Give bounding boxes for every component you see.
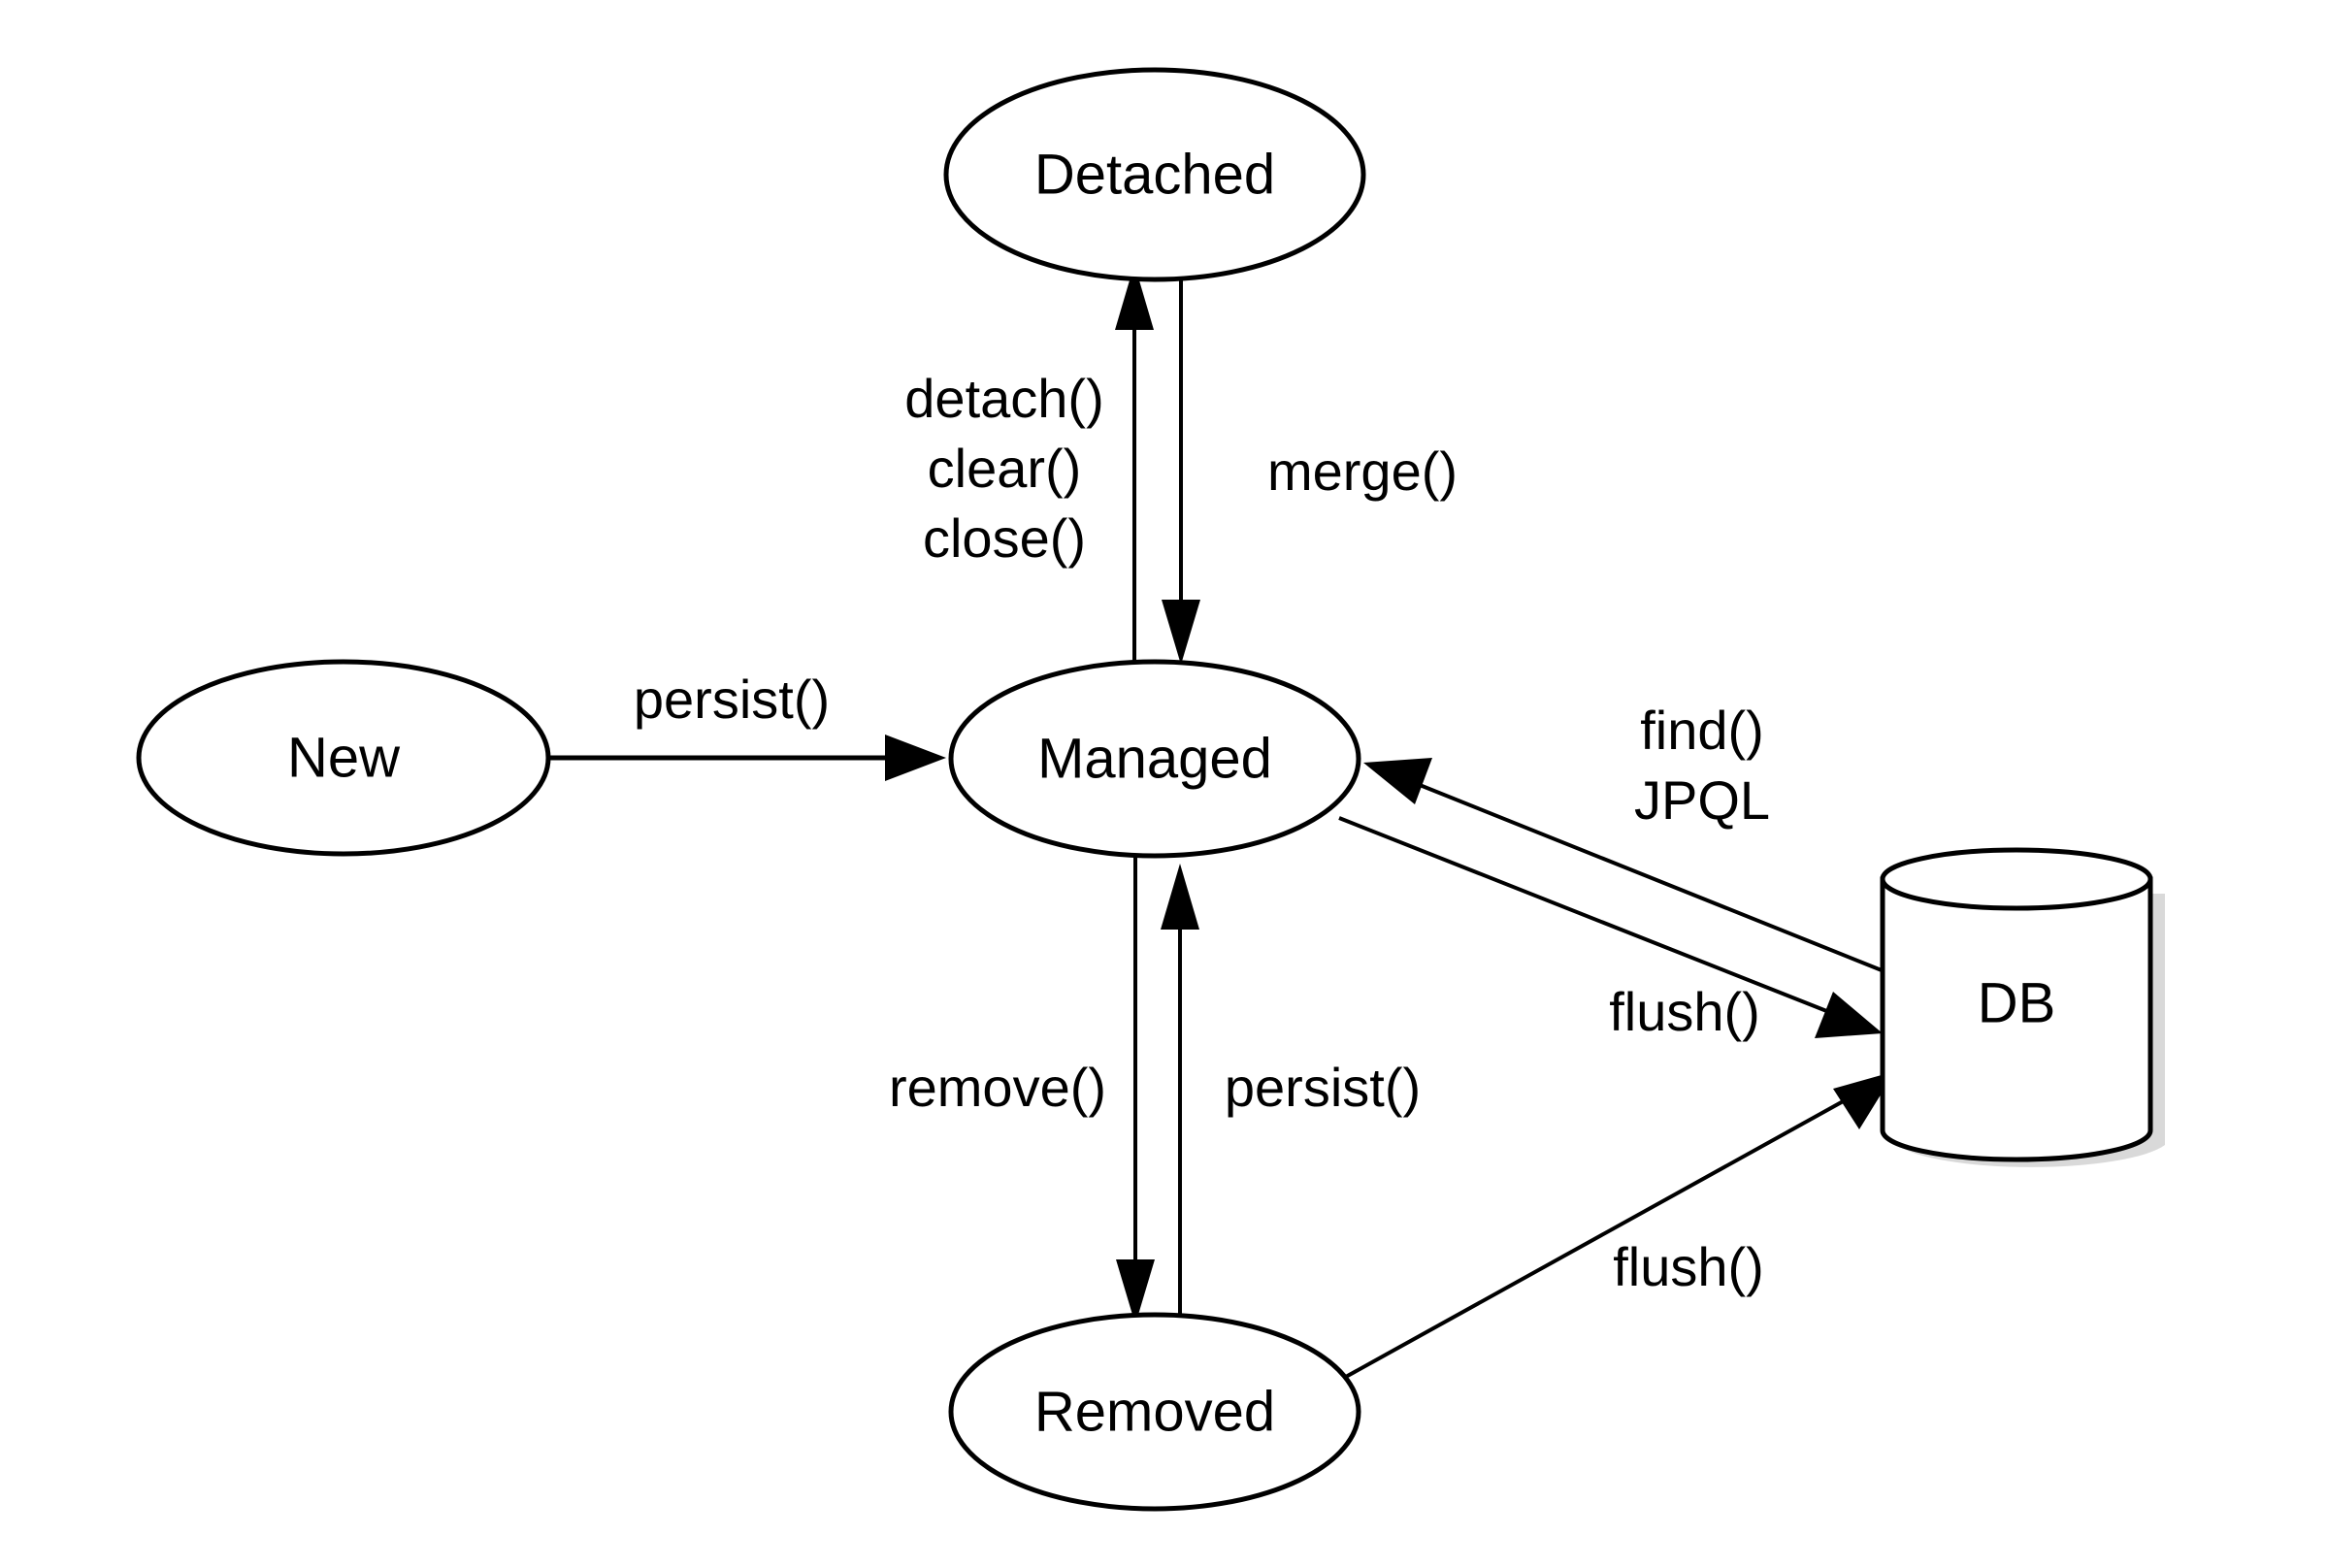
arrow-head-down-removed: [1116, 1259, 1155, 1324]
removed-label: Removed: [1034, 1380, 1275, 1443]
edge-line-flush-removed: [1343, 1093, 1856, 1380]
label-remove: remove(): [889, 1057, 1106, 1118]
edge-detach-clear-close: [1115, 264, 1154, 662]
edge-line-find-jpql: [1409, 779, 1887, 974]
edge-persist-removed: [1161, 864, 1199, 1323]
edge-flush-managed: [1338, 816, 1883, 1038]
node-managed[interactable]: Managed: [948, 659, 1361, 859]
label-flush-managed: flush(): [1609, 981, 1760, 1042]
node-removed[interactable]: Removed: [948, 1312, 1361, 1512]
arrow-head-down-managed: [1162, 600, 1200, 665]
edge-remove: [1116, 856, 1155, 1324]
edge-label-detach-clear-close: detach() clear() close(): [904, 368, 1103, 569]
edge-line-flush-managed: [1338, 816, 1835, 1016]
node-detached[interactable]: Detached: [943, 67, 1366, 282]
node-db[interactable]: DB: [1880, 847, 2165, 1167]
edge-persist-new: [548, 735, 946, 781]
edge-label-find-jpql: find() JPQL: [1634, 700, 1770, 831]
db-label: DB: [1978, 971, 2056, 1034]
node-new[interactable]: New: [136, 659, 551, 857]
removed-ellipse[interactable]: [948, 1312, 1361, 1512]
label-close: close(): [923, 507, 1086, 569]
edge-find-jpql: [1363, 758, 1887, 974]
arrow-head-upleft-managed: [1363, 758, 1432, 804]
detached-label: Detached: [1034, 143, 1275, 206]
arrow-head-up-detached: [1115, 264, 1154, 330]
detached-ellipse[interactable]: [943, 67, 1366, 282]
label-merge: merge(): [1267, 441, 1458, 502]
arrow-head-downright-db: [1815, 992, 1883, 1038]
edge-merge: [1162, 264, 1200, 665]
db-cylinder-top[interactable]: [1880, 847, 2153, 911]
label-clear: clear(): [928, 438, 1082, 499]
arrow-head-upright-db: [1833, 1071, 1895, 1129]
label-detach: detach(): [904, 368, 1103, 429]
label-flush-removed: flush(): [1613, 1236, 1764, 1297]
edge-flush-removed: [1343, 1071, 1895, 1380]
arrow-head-right-managed: [885, 735, 946, 781]
managed-ellipse[interactable]: [948, 659, 1361, 859]
new-label: New: [287, 726, 401, 789]
label-jpql: JPQL: [1634, 769, 1770, 831]
label-persist-removed: persist(): [1225, 1057, 1421, 1118]
label-find: find(): [1640, 700, 1764, 761]
new-ellipse[interactable]: [136, 659, 551, 857]
db-cylinder-body[interactable]: [1880, 876, 2153, 1162]
label-persist-new: persist(): [634, 669, 830, 730]
managed-label: Managed: [1037, 727, 1272, 790]
arrow-head-up-managed: [1161, 864, 1199, 930]
